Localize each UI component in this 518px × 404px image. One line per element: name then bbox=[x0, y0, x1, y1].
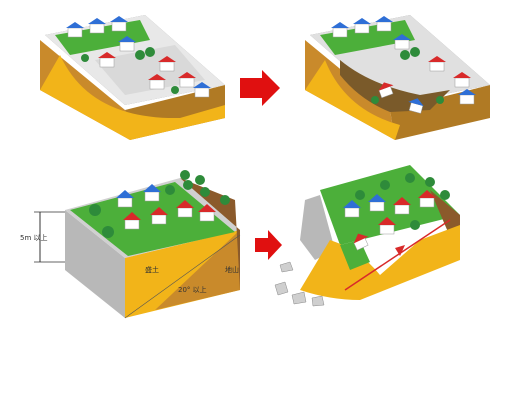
grass-area bbox=[320, 165, 460, 245]
collapsed-fill-soil bbox=[300, 225, 460, 300]
slip-surface bbox=[344, 219, 451, 291]
fill-soil-layer bbox=[40, 55, 225, 140]
tree-group bbox=[355, 173, 450, 230]
scene-hillside-fill: 5m 以上 盛土 地山 20° 以上 bbox=[20, 170, 241, 319]
house-row bbox=[116, 184, 216, 230]
scene-valley-after bbox=[305, 15, 490, 140]
collapsed-fill-soil bbox=[305, 60, 400, 140]
house-row bbox=[66, 16, 211, 98]
original-ground-label: 地山 bbox=[225, 265, 239, 274]
arrow-bottom bbox=[255, 230, 282, 260]
height-label: 5m 以上 bbox=[20, 233, 48, 242]
tree-group bbox=[371, 47, 444, 104]
scene-valley-before bbox=[40, 15, 225, 140]
fill-label: 盛土 bbox=[145, 265, 159, 274]
house-row bbox=[343, 190, 436, 251]
retaining-wall bbox=[65, 210, 125, 318]
house-row bbox=[331, 16, 476, 114]
tree-group bbox=[81, 47, 179, 94]
broken-retaining-wall bbox=[300, 195, 335, 260]
angle-label: 20° 以上 bbox=[178, 285, 207, 294]
debris bbox=[274, 261, 325, 307]
tree-group bbox=[89, 170, 230, 238]
arrow-top bbox=[240, 70, 280, 106]
slide-scar bbox=[340, 60, 450, 112]
scene-hillside-collapse bbox=[274, 165, 460, 307]
